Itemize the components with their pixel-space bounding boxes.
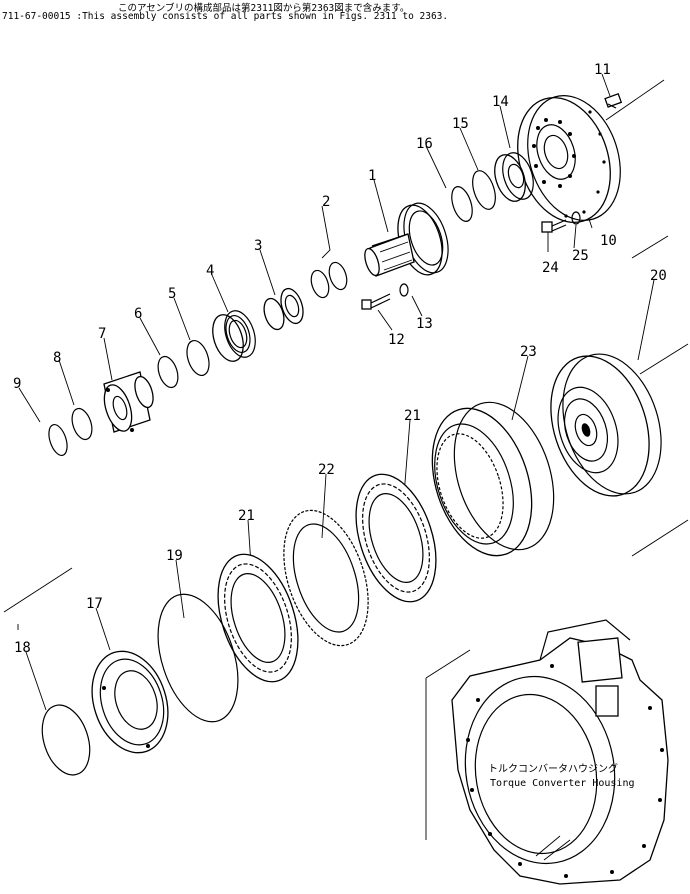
callout-11: 11: [594, 62, 611, 78]
part-6-snap-ring: [157, 355, 179, 389]
part-23-clutch-drum: [431, 401, 555, 557]
callout-14: 14: [492, 94, 509, 110]
part-9-snap-ring: [48, 423, 68, 457]
part-24-bolt: [541, 219, 567, 233]
callout-23: 23: [520, 344, 537, 360]
callout-6: 6: [134, 306, 142, 322]
header-assembly-note: 711-67-00015 :This assembly consists of …: [2, 11, 449, 22]
callout-12: 12: [388, 332, 405, 348]
part-8-ring: [71, 407, 93, 441]
callout-7: 7: [98, 326, 106, 342]
callout-3: 3: [254, 238, 262, 254]
part-10-flange-plate: [517, 95, 621, 224]
header-japanese-note: このアセンブリの構成部品は第2311図から第2363図まで含みます。: [118, 3, 410, 14]
callout-labels: 1 2 3 4 5 6 7 8 9 10 11 12 13 14 15 16 1…: [13, 62, 667, 656]
part-18-seal-ring: [41, 704, 91, 776]
part-19-ring: [157, 593, 239, 723]
housing-label-en: Torque Converter Housing: [490, 778, 635, 789]
callout-10: 10: [600, 233, 617, 249]
part-16-snap-ring: [451, 186, 473, 222]
callout-21-lower: 21: [238, 508, 255, 524]
part-7-coupling: [103, 371, 154, 433]
part-15-ring: [472, 170, 496, 210]
frame-lines: [3, 79, 689, 840]
callout-24: 24: [542, 260, 559, 276]
callout-9: 9: [13, 376, 21, 392]
callout-8: 8: [53, 350, 61, 366]
part-21-friction-disc-upper: [355, 473, 437, 603]
callout-19: 19: [166, 548, 183, 564]
callout-20: 20: [650, 268, 667, 284]
part-17-piston: [91, 650, 169, 754]
part-2-ring-b: [328, 261, 348, 291]
part-20-drum: [550, 353, 662, 497]
part-21-friction-disc-lower: [217, 553, 299, 683]
callout-1: 1: [368, 168, 376, 184]
part-3-sleeve: [263, 287, 304, 331]
callout-5: 5: [168, 286, 176, 302]
callout-25: 25: [572, 248, 589, 264]
callout-2: 2: [322, 194, 330, 210]
part-2-ring-a: [310, 269, 330, 299]
torque-converter-housing: [451, 619, 669, 885]
housing-label-jp: トルクコンバータハウジング: [488, 762, 618, 775]
callout-13: 13: [416, 316, 433, 332]
part-11-bolt: [604, 93, 623, 109]
callout-21-upper: 21: [404, 408, 421, 424]
part-25-washer: [571, 211, 581, 225]
part-5-ring: [186, 340, 210, 376]
part-1-gear-shaft: [364, 202, 449, 277]
callout-18: 18: [14, 640, 31, 656]
part-14-bearing: [494, 152, 534, 202]
callout-17: 17: [86, 596, 103, 612]
callout-16: 16: [416, 136, 433, 152]
part-13-washer: [399, 283, 409, 297]
part-12-bolt: [361, 293, 391, 310]
callout-22: 22: [318, 462, 335, 478]
part-4-bearing: [212, 310, 256, 362]
callout-4: 4: [206, 263, 214, 279]
callout-15: 15: [452, 116, 469, 132]
